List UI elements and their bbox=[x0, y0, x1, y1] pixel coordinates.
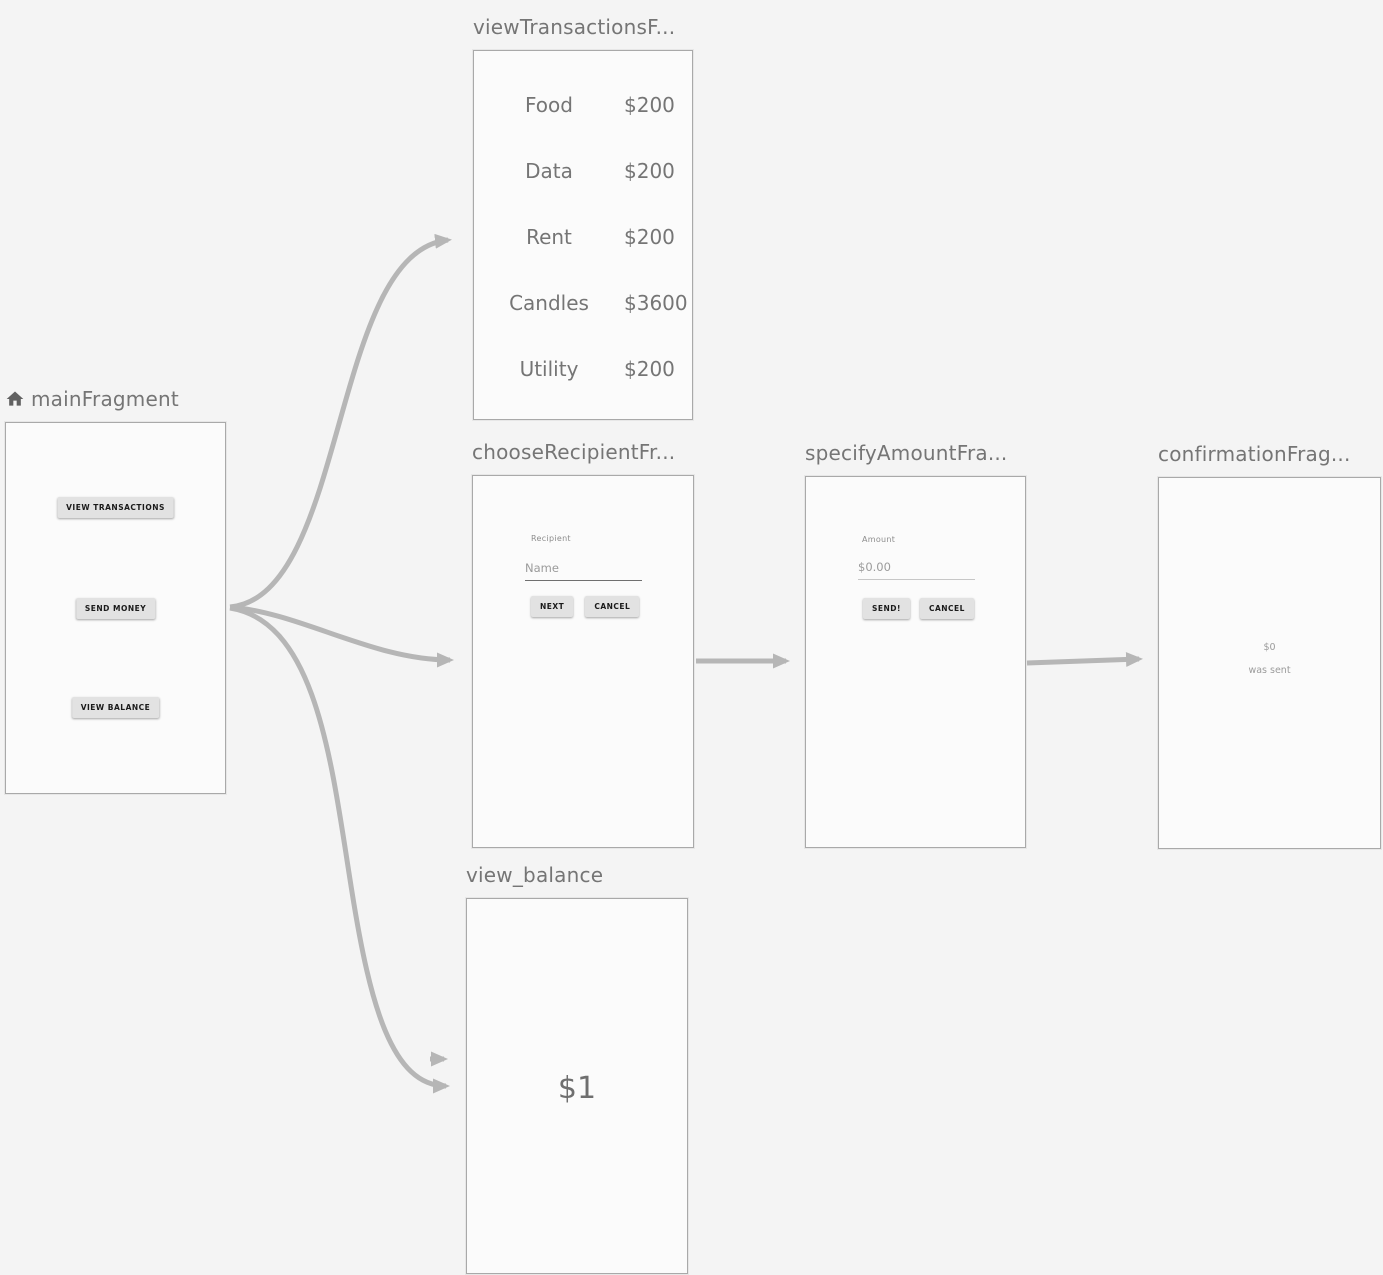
fragment-view-transactions-title[interactable]: viewTransactionsF... bbox=[473, 15, 675, 39]
amount-input: $0.00 bbox=[858, 560, 975, 580]
recipient-field-label: Recipient bbox=[531, 534, 571, 543]
fragment-view-balance-title-text: view_balance bbox=[466, 863, 604, 887]
fragment-choose-recipient-title[interactable]: chooseRecipientFr... bbox=[472, 440, 675, 464]
fragment-specify-amount-preview[interactable]: Amount $0.00 SEND! CANCEL bbox=[805, 476, 1026, 848]
fragment-confirmation[interactable]: confirmationFrag... $0 was sent bbox=[1158, 442, 1381, 849]
transaction-amount: $3600 bbox=[624, 291, 688, 315]
cancel-button: CANCEL bbox=[585, 596, 640, 617]
fragment-specify-amount-title-text: specifyAmountFra... bbox=[805, 441, 1008, 465]
confirmation-message: $0 was sent bbox=[1159, 642, 1380, 676]
next-button: NEXT bbox=[531, 596, 574, 617]
fragment-choose-recipient[interactable]: chooseRecipientFr... Recipient Name NEXT… bbox=[472, 440, 694, 848]
transaction-amount: $200 bbox=[624, 93, 675, 117]
cancel-button: CANCEL bbox=[919, 598, 974, 619]
confirmation-amount: $0 bbox=[1263, 642, 1276, 653]
transaction-name: Rent bbox=[526, 225, 572, 249]
fragment-view-balance[interactable]: view_balance $1 bbox=[466, 863, 688, 1274]
balance-value: $1 bbox=[557, 1071, 597, 1106]
fragment-confirmation-title-text: confirmationFrag... bbox=[1158, 442, 1351, 466]
amount-button-row: SEND! CANCEL bbox=[863, 598, 974, 619]
amount-field-label: Amount bbox=[862, 535, 896, 544]
transactions-list: Food $200 Data $200 Rent $200 Candles $3… bbox=[474, 51, 692, 419]
transaction-amount: $200 bbox=[624, 357, 675, 381]
fragment-choose-recipient-preview[interactable]: Recipient Name NEXT CANCEL bbox=[472, 475, 694, 848]
send-button: SEND! bbox=[863, 598, 910, 619]
fragment-main-title[interactable]: mainFragment bbox=[5, 387, 179, 411]
transaction-name: Data bbox=[525, 159, 573, 183]
confirmation-sent-text: was sent bbox=[1248, 665, 1291, 676]
fragment-view-transactions-title-text: viewTransactionsF... bbox=[473, 15, 676, 39]
transaction-row: Candles $3600 bbox=[474, 288, 692, 318]
transaction-row: Food $200 bbox=[474, 90, 692, 120]
action-main-to-chooseRecipient[interactable] bbox=[229, 604, 454, 668]
transaction-row: Utility $200 bbox=[474, 354, 692, 384]
fragment-view-balance-title[interactable]: view_balance bbox=[466, 863, 603, 887]
recipient-button-row: NEXT CANCEL bbox=[531, 596, 640, 617]
recipient-name-input: Name bbox=[525, 561, 642, 581]
fragment-main-preview[interactable]: VIEW TRANSACTIONS SEND MONEY VIEW BALANC… bbox=[5, 422, 226, 794]
fragment-view-transactions-preview[interactable]: Food $200 Data $200 Rent $200 Candles $3… bbox=[473, 50, 693, 420]
action-main-to-viewTransactions[interactable] bbox=[229, 233, 452, 610]
transaction-row: Data $200 bbox=[474, 156, 692, 186]
transaction-row: Rent $200 bbox=[474, 222, 692, 252]
transaction-name: Candles bbox=[509, 291, 589, 315]
transaction-name: Utility bbox=[519, 357, 579, 381]
view-balance-button: VIEW BALANCE bbox=[71, 697, 160, 718]
fragment-confirmation-title[interactable]: confirmationFrag... bbox=[1158, 442, 1351, 466]
transaction-amount: $200 bbox=[624, 225, 675, 249]
fragment-main[interactable]: mainFragment VIEW TRANSACTIONS SEND MONE… bbox=[5, 387, 226, 794]
fragment-view-transactions[interactable]: viewTransactionsF... Food $200 Data $200… bbox=[473, 15, 693, 420]
fragment-confirmation-preview[interactable]: $0 was sent bbox=[1158, 477, 1381, 849]
action-specifyAmount-to-confirmation[interactable] bbox=[1026, 651, 1143, 667]
action-main-to-viewBalance[interactable] bbox=[229, 605, 450, 1094]
send-money-button: SEND MONEY bbox=[75, 598, 156, 619]
fragment-choose-recipient-title-text: chooseRecipientFr... bbox=[472, 440, 676, 464]
transaction-amount: $200 bbox=[624, 159, 675, 183]
fragment-view-balance-preview[interactable]: $1 bbox=[466, 898, 688, 1274]
home-icon bbox=[6, 391, 24, 406]
transaction-name: Food bbox=[525, 93, 573, 117]
fragment-main-title-text: mainFragment bbox=[31, 387, 179, 411]
fragment-specify-amount-title[interactable]: specifyAmountFra... bbox=[805, 441, 1008, 465]
fragment-specify-amount[interactable]: specifyAmountFra... Amount $0.00 SEND! C… bbox=[805, 441, 1026, 848]
view-transactions-button: VIEW TRANSACTIONS bbox=[57, 497, 174, 518]
